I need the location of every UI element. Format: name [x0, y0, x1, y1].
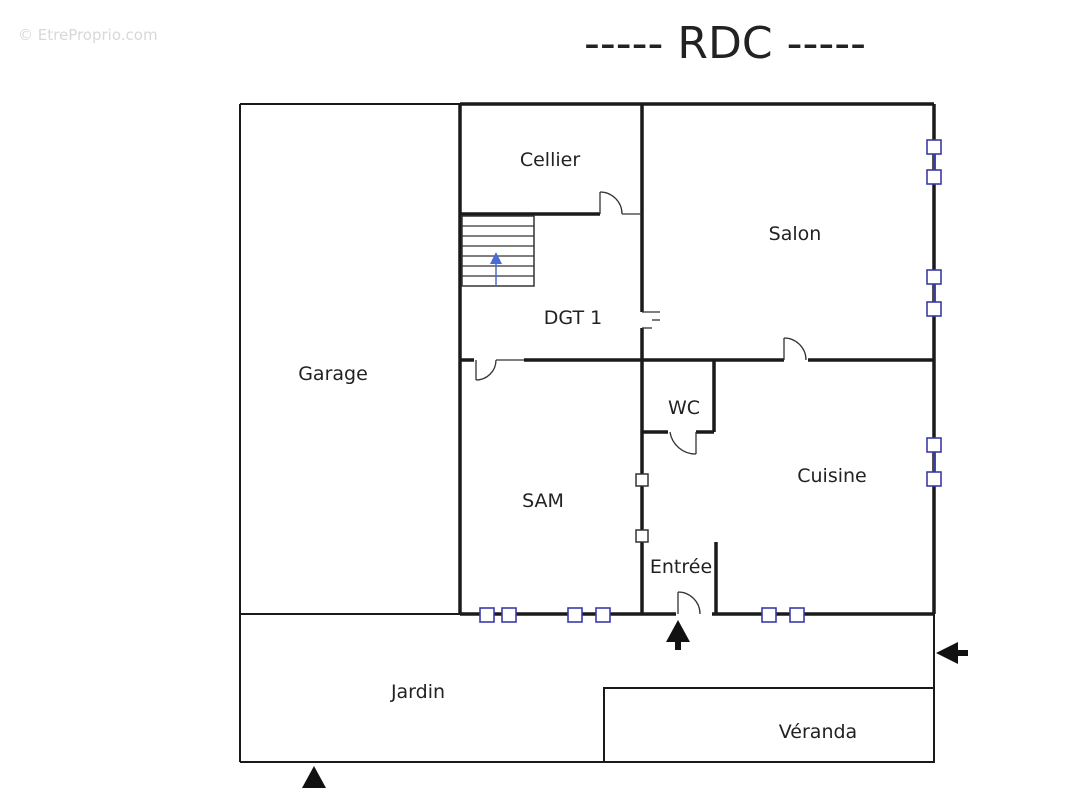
entrance-arrows	[302, 620, 968, 788]
room-label-dgt: DGT 1	[544, 307, 602, 329]
window-salon-bottom	[926, 269, 942, 317]
house-walls	[458, 102, 936, 616]
watermark: © EtreProprio.com	[18, 26, 158, 44]
window-sam-right	[567, 607, 611, 623]
garage-walls	[239, 103, 460, 762]
room-label-wc: WC	[668, 397, 700, 419]
door-cellier	[599, 191, 642, 215]
room-label-jardin: Jardin	[390, 681, 445, 703]
partition-openings	[635, 473, 649, 543]
room-label-salon: Salon	[769, 223, 822, 245]
plan-title: ----- RDC -----	[584, 18, 866, 69]
window-cuisine	[926, 437, 942, 487]
door-wc	[669, 431, 697, 455]
veranda-outline	[603, 687, 935, 763]
staircase	[461, 215, 535, 287]
room-label-garage: Garage	[298, 363, 368, 385]
entrance-arrow-icon	[936, 642, 968, 664]
window-cuisine-bottom	[761, 607, 805, 623]
door-dgt-salon	[642, 311, 660, 329]
door-dgt-sam	[475, 359, 524, 381]
stair-arrow-icon	[490, 252, 502, 264]
windows	[479, 139, 942, 623]
window-salon-top	[926, 139, 942, 185]
room-label-entree: Entrée	[650, 556, 712, 578]
window-sam-left	[479, 607, 517, 623]
entrance-arrow-icon	[302, 766, 326, 788]
garden-walls	[240, 614, 935, 763]
room-label-cuisine: Cuisine	[797, 465, 867, 487]
entrance-arrow-icon	[666, 620, 690, 650]
room-label-sam: SAM	[522, 490, 564, 512]
room-label-cellier: Cellier	[520, 149, 580, 171]
room-label-veranda: Véranda	[779, 721, 857, 743]
doors	[475, 191, 807, 615]
door-salon	[783, 337, 807, 361]
door-entree	[677, 591, 701, 615]
